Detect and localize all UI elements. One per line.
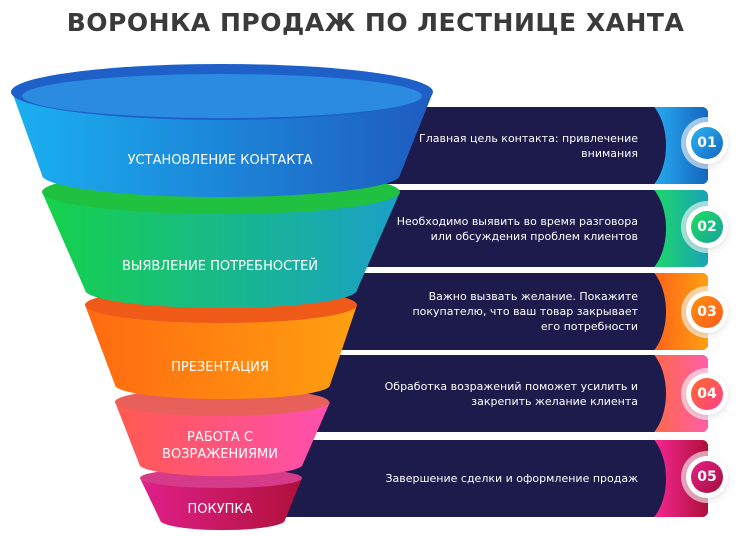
funnel-label-5: ПОКУПКА bbox=[187, 502, 253, 517]
stage-description: Завершение сделки и оформление продаж bbox=[385, 472, 638, 485]
page-title: ВОРОНКА ПРОДАЖ ПО ЛЕСТНИЦЕ ХАНТА bbox=[66, 8, 685, 37]
funnel-label-3: ПРЕЗЕНТАЦИЯ bbox=[171, 360, 269, 375]
step-badge-1: 01 bbox=[686, 122, 728, 164]
funnel-label-1: УСТАНОВЛЕНИЕ КОНТАКТА bbox=[127, 153, 313, 168]
stage-panel-5: Завершение сделки и оформление продаж bbox=[280, 440, 708, 517]
funnel-label-4: РАБОТА С ВОЗРАЖЕНИЯМИ bbox=[162, 430, 278, 462]
step-badge-2: 02 bbox=[686, 206, 728, 248]
step-badge-5: 05 bbox=[686, 456, 728, 498]
funnel-segment-1 bbox=[11, 64, 433, 197]
step-number: 04 bbox=[691, 378, 723, 410]
stage-panel-2: Необходимо выявить во время разговора ил… bbox=[365, 190, 708, 267]
stage-description: Обработка возражений поможет усилить и з… bbox=[384, 379, 638, 408]
step-number: 01 bbox=[691, 127, 723, 159]
stage-panel-4: Обработка возражений поможет усилить и з… bbox=[305, 355, 708, 432]
funnel-label-2: ВЫЯВЛЕНИЕ ПОТРЕБНОСТЕЙ bbox=[121, 259, 319, 274]
step-number: 05 bbox=[691, 461, 723, 493]
funnel-segment-5 bbox=[140, 468, 302, 531]
stage-description: Важно вызвать желание. Покажите покупате… bbox=[412, 290, 638, 333]
step-badge-3: 03 bbox=[686, 291, 728, 333]
step-number: 03 bbox=[691, 296, 723, 328]
step-number: 02 bbox=[691, 211, 723, 243]
stage-panel-3: Важно вызвать желание. Покажите покупате… bbox=[335, 273, 708, 350]
stage-description: Главная цель контакта: привлечение внима… bbox=[419, 131, 638, 160]
stage-description: Необходимо выявить во время разговора ил… bbox=[396, 214, 638, 243]
stage-panel-1: Главная цель контакта: привлечение внима… bbox=[385, 107, 708, 184]
step-badge-4: 04 bbox=[686, 373, 728, 415]
